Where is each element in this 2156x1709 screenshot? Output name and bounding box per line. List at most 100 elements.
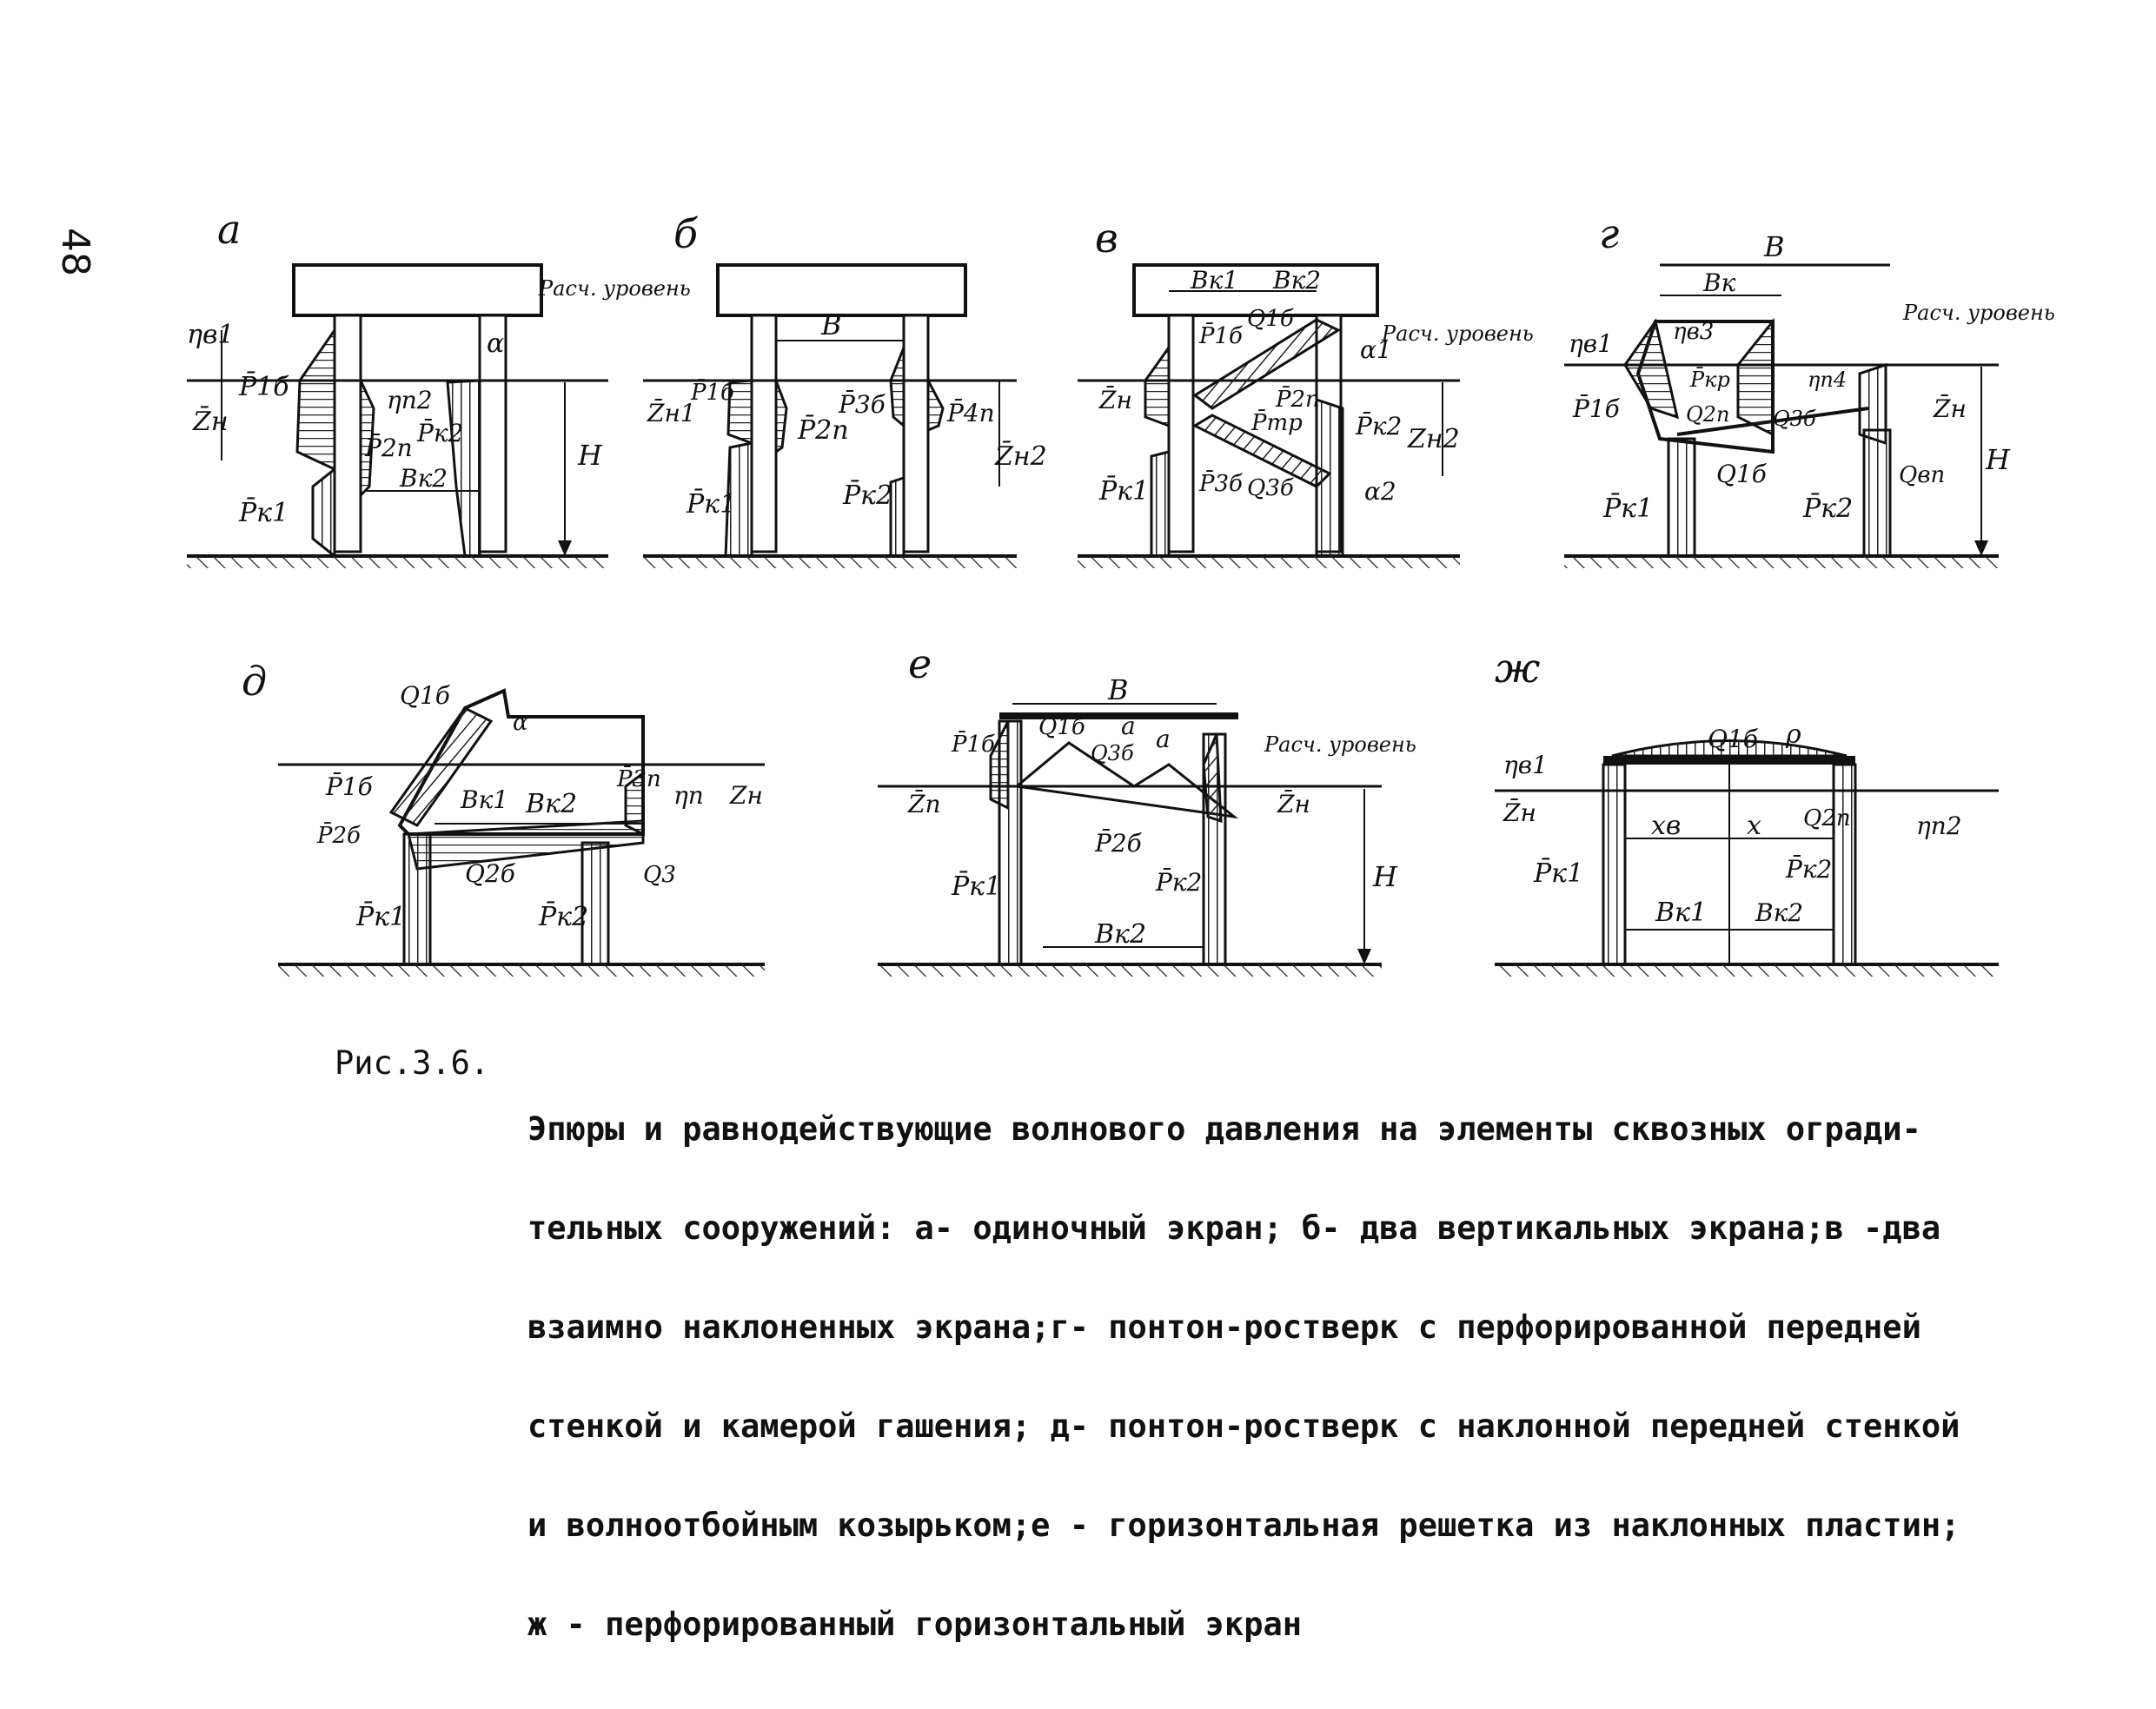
inclined-plates xyxy=(1013,741,1239,819)
rear-pile xyxy=(1832,763,1857,966)
label-p1b: P̄1б xyxy=(1198,321,1243,349)
rear-pile xyxy=(1862,428,1892,558)
label-zn: Z̄п xyxy=(907,789,941,818)
screen-pile xyxy=(333,314,362,553)
horizontal-screen xyxy=(1603,756,1855,765)
label-pk1: P̄к1 xyxy=(238,497,289,528)
label-alpha: α xyxy=(487,328,504,359)
label-pk2: P̄к2 xyxy=(842,480,892,511)
label-pk2: P̄к2 xyxy=(538,901,588,932)
front-pile xyxy=(1602,763,1627,966)
panel-d: д Q1б α P̄1б Bк1 Bк2 P̄3п ηп Zн P̄2б Q2б… xyxy=(242,658,765,977)
caption-line: Эпюры и равнодействующие волнового давле… xyxy=(527,1110,1921,1148)
label-eta-n2: ηп2 xyxy=(387,386,433,414)
label-zh2: Zн2 xyxy=(1407,424,1460,454)
front-pile xyxy=(750,314,778,553)
panel-v: в Bк1 Bк2 Расч. уровень P̄1б Q1б α1 P̄2п… xyxy=(1078,215,1534,568)
panel-b: б B Z̄н1 P̄1б P̄3б P̄4п P̄2п Z̄н2 P̄к1 P… xyxy=(643,210,1047,568)
panel-a-letter: а xyxy=(217,206,241,253)
label-alpha2: α2 xyxy=(1364,477,1396,506)
pressure-epure-front xyxy=(726,379,753,446)
rear-epure xyxy=(1858,362,1887,446)
panel-zh-letter: ж xyxy=(1495,645,1540,692)
label-alpha: α xyxy=(513,710,528,736)
label-pk1: P̄к1 xyxy=(1533,858,1583,889)
rear-pile xyxy=(1202,732,1227,966)
label-qbn: Qвп xyxy=(1899,462,1945,488)
screen-pressure-epure xyxy=(1611,739,1848,758)
panel-a: а Расч. уровень ηв1 P̄1б Z̄н xyxy=(187,206,691,568)
rear-screen-epure-front xyxy=(889,347,906,429)
label-h: H xyxy=(1985,443,2011,476)
label-p3b: P̄3б xyxy=(1198,469,1243,497)
seabed-hatch xyxy=(878,964,1382,977)
panel-g-letter: г xyxy=(1599,210,1619,257)
pressure-epure-back xyxy=(359,380,375,499)
label-p4n: P̄4п xyxy=(946,398,995,427)
label-level: Расч. уровень xyxy=(1902,301,2055,325)
front-pile xyxy=(1667,437,1696,558)
label-q3b: Q3б xyxy=(1773,407,1816,431)
seabed-hatch xyxy=(187,556,608,568)
label-x: x xyxy=(1747,811,1761,841)
label-h: H xyxy=(1372,860,1398,893)
pile-pressure-epure-1 xyxy=(311,466,336,560)
rear-wall-epure xyxy=(624,771,645,837)
label-zh: Z̄н xyxy=(1277,789,1310,818)
label-p2n: P̄2п xyxy=(1275,385,1320,413)
inclined-front-wall xyxy=(388,706,494,827)
rear-screen-epure-back xyxy=(926,380,945,433)
label-pk2: P̄к2 xyxy=(1355,411,1402,440)
label-zh: Z̄н xyxy=(1933,394,1967,423)
label-a2: a xyxy=(1156,725,1171,753)
label-p3b: P̄3б xyxy=(838,389,886,419)
label-q3: Q3 xyxy=(643,862,676,888)
chamber-epure xyxy=(1736,317,1775,437)
front-pile xyxy=(998,719,1023,966)
seabed-hatch xyxy=(1495,964,1999,977)
label-q2b: Q2б xyxy=(465,859,516,888)
label-b: B xyxy=(820,308,842,341)
seabed-hatch xyxy=(643,556,1017,568)
label-alpha1: α1 xyxy=(1360,335,1392,364)
label-eta-b3: ηв3 xyxy=(1673,319,1714,345)
pile-pressure-epure-2 xyxy=(1315,397,1344,558)
label-zh: Z̄н xyxy=(192,406,229,437)
label-bk1: Bк1 xyxy=(460,785,508,814)
label-pk2: P̄к2 xyxy=(416,418,463,447)
label-q2n: Q2п xyxy=(1686,402,1729,427)
label-p2b: P̄2б xyxy=(316,821,361,849)
label-pk2: P̄к2 xyxy=(1802,493,1853,524)
label-eta-b1: ηв1 xyxy=(187,320,235,350)
panel-e-letter: е xyxy=(908,640,932,687)
panel-e: е B Расч. уровень P̄1б Q1б Q3б a a Z̄п Z… xyxy=(878,640,1416,977)
caption-line: и волноотбойным козырьком;е - горизонтал… xyxy=(527,1507,1960,1544)
label-q1b: Q1б xyxy=(1708,725,1759,753)
label-bk2: Bк2 xyxy=(1755,898,1803,927)
label-b: B xyxy=(1763,230,1785,263)
label-zh: Zн xyxy=(729,781,763,810)
pressure-epure-front xyxy=(295,326,336,472)
label-h: H xyxy=(577,439,603,472)
pile-pressure-epure-2 xyxy=(446,379,481,558)
caption-line: взаимно наклоненных экрана;г- понтон-рос… xyxy=(527,1308,1921,1346)
figure-page: 48 а xyxy=(53,206,2055,1641)
caption-line: ж - перфорированный горизонтальный экран xyxy=(527,1606,1303,1643)
seabed-hatch xyxy=(278,964,765,977)
perforated-wall-epure xyxy=(1623,318,1680,420)
front-pile xyxy=(1167,314,1195,553)
label-p1b: P̄1б xyxy=(1572,394,1621,423)
label-pk1: P̄к1 xyxy=(951,871,1001,902)
pressure-epure-back xyxy=(774,380,788,454)
caption-label: Рис.3.6. xyxy=(335,1044,490,1082)
front-pile xyxy=(402,832,432,966)
pressure-epure-front xyxy=(1144,343,1171,428)
panel-g: г B Bк Расч. уровень ηв1 ηв3 P̄кр ηп4 P̄… xyxy=(1564,210,2055,568)
label-p1b: P̄1б xyxy=(951,730,995,758)
label-q2n: Q2п xyxy=(1803,805,1851,831)
panel-zh: ж Q1б ρ ηв1 Z̄н xв x Q2п ηп2 P̄к1 P̄к2 B… xyxy=(1495,645,1999,977)
caption-line: стенкой и камерой гашения; д- понтон-рос… xyxy=(527,1408,1960,1445)
label-zh1: Z̄н1 xyxy=(647,398,696,427)
label-p1b: P̄1б xyxy=(325,772,374,801)
caption-line: тельных сооружений: а- одиночный экран; … xyxy=(527,1209,1941,1247)
